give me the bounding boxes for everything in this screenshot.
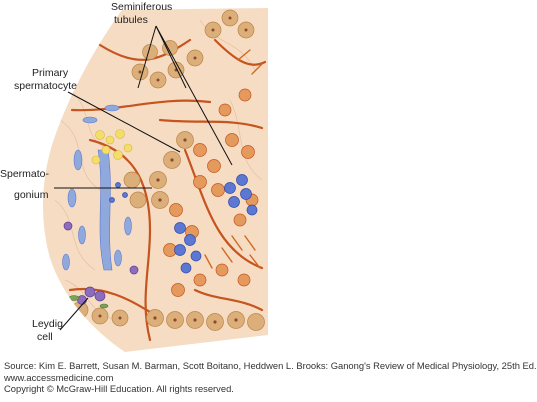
spermatogonium-label-line2: gonium (14, 189, 49, 201)
label-leader-lines (54, 25, 233, 331)
seminiferous-label-line1: Seminiferous (111, 1, 172, 13)
source-citation: Source: Kim E. Barrett, Susan M. Barman,… (4, 360, 537, 371)
website-link[interactable]: www.accessmedicine.com (4, 371, 114, 383)
leydig-label-line1: Leydig (32, 318, 63, 330)
figure-credits: Source: Kim E. Barrett, Susan M. Barman,… (4, 360, 537, 395)
testis-histology-illustration: Seminiferous tubules Primary spermatocyt… (0, 1, 268, 352)
yellow-cell-cluster (91, 129, 133, 165)
copyright-notice: Copyright © McGraw-Hill Education. All r… (4, 383, 234, 395)
spermatid-streaks (204, 49, 263, 269)
seminiferous-label-line2: tubules (114, 14, 148, 26)
spermatogonium-label-line1: Spermato- (0, 168, 50, 180)
tissue-section (43, 8, 268, 352)
primary-label-line1: Primary (32, 67, 69, 79)
interstitial-cells (62, 104, 132, 271)
orange-cells (163, 88, 259, 297)
blue-spermatogonia (109, 174, 258, 274)
leydig-label-line2: cell (37, 331, 53, 343)
leydig-cells (63, 221, 139, 305)
primary-label-line2: spermatocyte (14, 80, 77, 92)
